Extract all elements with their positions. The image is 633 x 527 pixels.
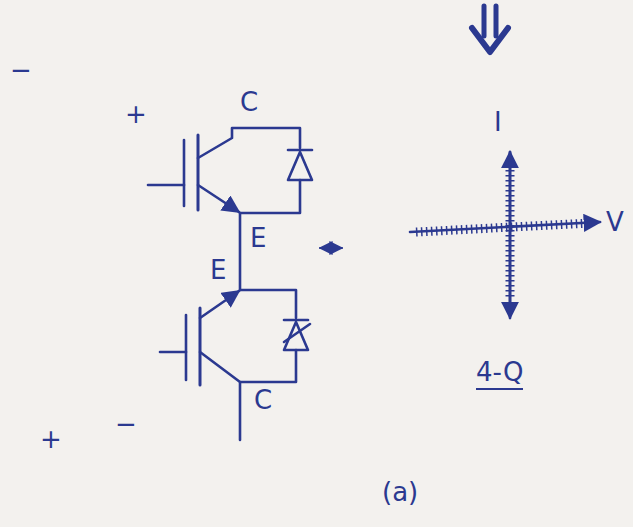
polarity-sign: − bbox=[115, 410, 137, 440]
axis-label: V bbox=[606, 208, 624, 238]
quadrant-note: 4-Q bbox=[476, 358, 523, 390]
down-arrow bbox=[472, 6, 508, 52]
terminal-label: C bbox=[254, 386, 272, 416]
igbt-symbol bbox=[148, 128, 300, 290]
figure-label: (a) bbox=[382, 478, 418, 508]
polarity-sign: + bbox=[125, 100, 147, 130]
diode-symbol bbox=[284, 320, 310, 350]
equivalence-arrow bbox=[320, 247, 342, 250]
polarity-sign: − bbox=[10, 56, 32, 86]
terminal-label: C bbox=[240, 88, 258, 118]
axis-label: I bbox=[494, 108, 502, 138]
diode-symbol bbox=[288, 150, 312, 180]
terminal-label: E bbox=[250, 224, 266, 254]
terminal-label: E bbox=[210, 256, 226, 286]
igbt-symbol bbox=[160, 290, 296, 440]
polarity-sign: + bbox=[40, 425, 62, 455]
iv-axes bbox=[410, 152, 600, 318]
